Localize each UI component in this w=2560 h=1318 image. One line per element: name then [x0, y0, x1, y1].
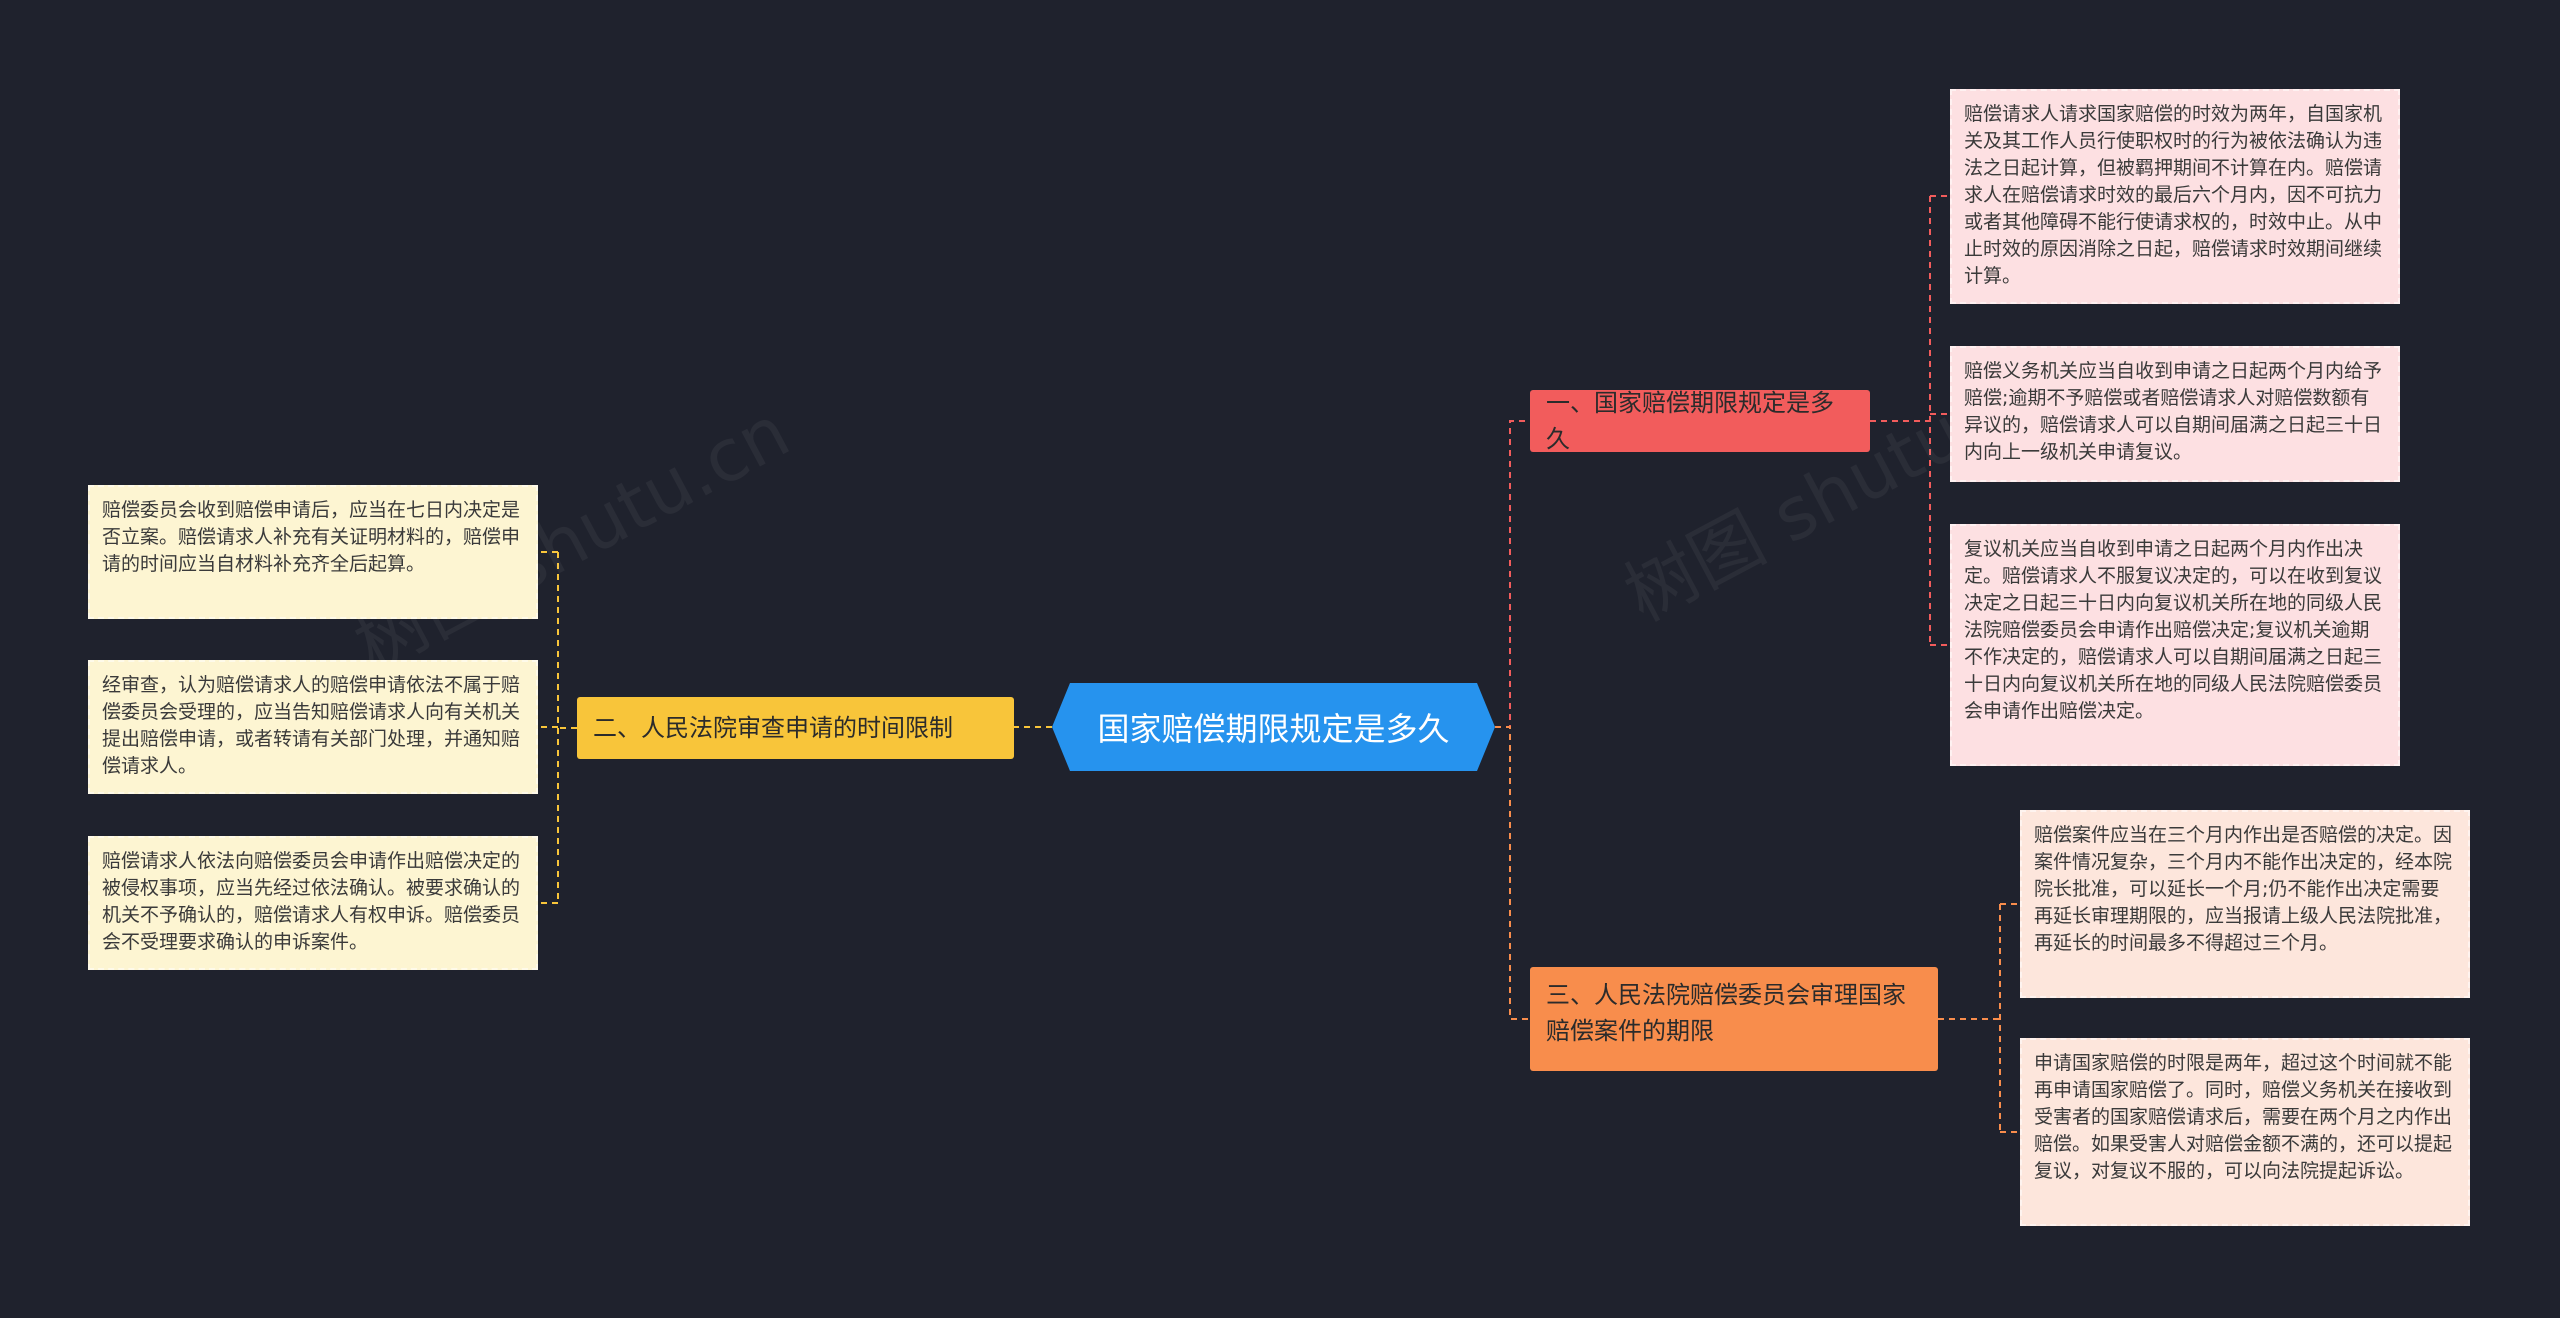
branch-topic-label: 三、人民法院赔偿委员会审理国家赔偿案件的期限 [1546, 981, 1906, 1045]
leaf-note-2c[interactable]: 赔偿请求人依法向赔偿委员会申请作出赔偿决定的被侵权事项，应当先经过依法确认。被要… [88, 836, 538, 970]
branch-topic-label: 一、国家赔偿期限规定是多久 [1546, 389, 1834, 453]
leaf-note-2a[interactable]: 赔偿委员会收到赔偿申请后，应当在七日内决定是否立案。赔偿请求人补充有关证明材料的… [88, 485, 538, 619]
leaf-note-3a[interactable]: 赔偿案件应当在三个月内作出是否赔偿的决定。因案件情况复杂，三个月内不能作出决定的… [2020, 810, 2470, 998]
leaf-note-1c[interactable]: 复议机关应当自收到申请之日起两个月内作出决定。赔偿请求人不服复议决定的，可以在收… [1950, 524, 2400, 766]
root-topic[interactable]: 国家赔偿期限规定是多久 [1052, 683, 1495, 771]
branch-topic-3[interactable]: 三、人民法院赔偿委员会审理国家赔偿案件的期限 [1530, 967, 1938, 1071]
leaf-note-1a[interactable]: 赔偿请求人请求国家赔偿的时效为两年，自国家机关及其工作人员行使职权时的行为被依法… [1950, 89, 2400, 304]
root-topic-label: 国家赔偿期限规定是多久 [1097, 710, 1450, 748]
link-b1-leaves [1870, 195, 1950, 646]
branch-topic-1[interactable]: 一、国家赔偿期限规定是多久 [1530, 389, 1870, 453]
branch-topic-label: 二、人民法院审查申请的时间限制 [593, 714, 953, 742]
leaf-note-2b[interactable]: 经审查，认为赔偿请求人的赔偿申请依法不属于赔偿委员会受理的，应当告知赔偿请求人向… [88, 660, 538, 794]
leaf-note-1b[interactable]: 赔偿义务机关应当自收到申请之日起两个月内给予赔偿;逾期不予赔偿或者赔偿请求人对赔… [1950, 346, 2400, 482]
link-root-b3 [1495, 726, 1530, 1020]
leaf-note-3b[interactable]: 申请国家赔偿的时限是两年，超过这个时间就不能再申请国家赔偿了。同时，赔偿义务机关… [2020, 1038, 2470, 1226]
branch-topic-2[interactable]: 二、人民法院审查申请的时间限制 [577, 697, 1014, 759]
link-b3-leaves [1938, 903, 2020, 1133]
link-b2-leaves [538, 551, 577, 904]
link-root-b1 [1495, 420, 1530, 728]
